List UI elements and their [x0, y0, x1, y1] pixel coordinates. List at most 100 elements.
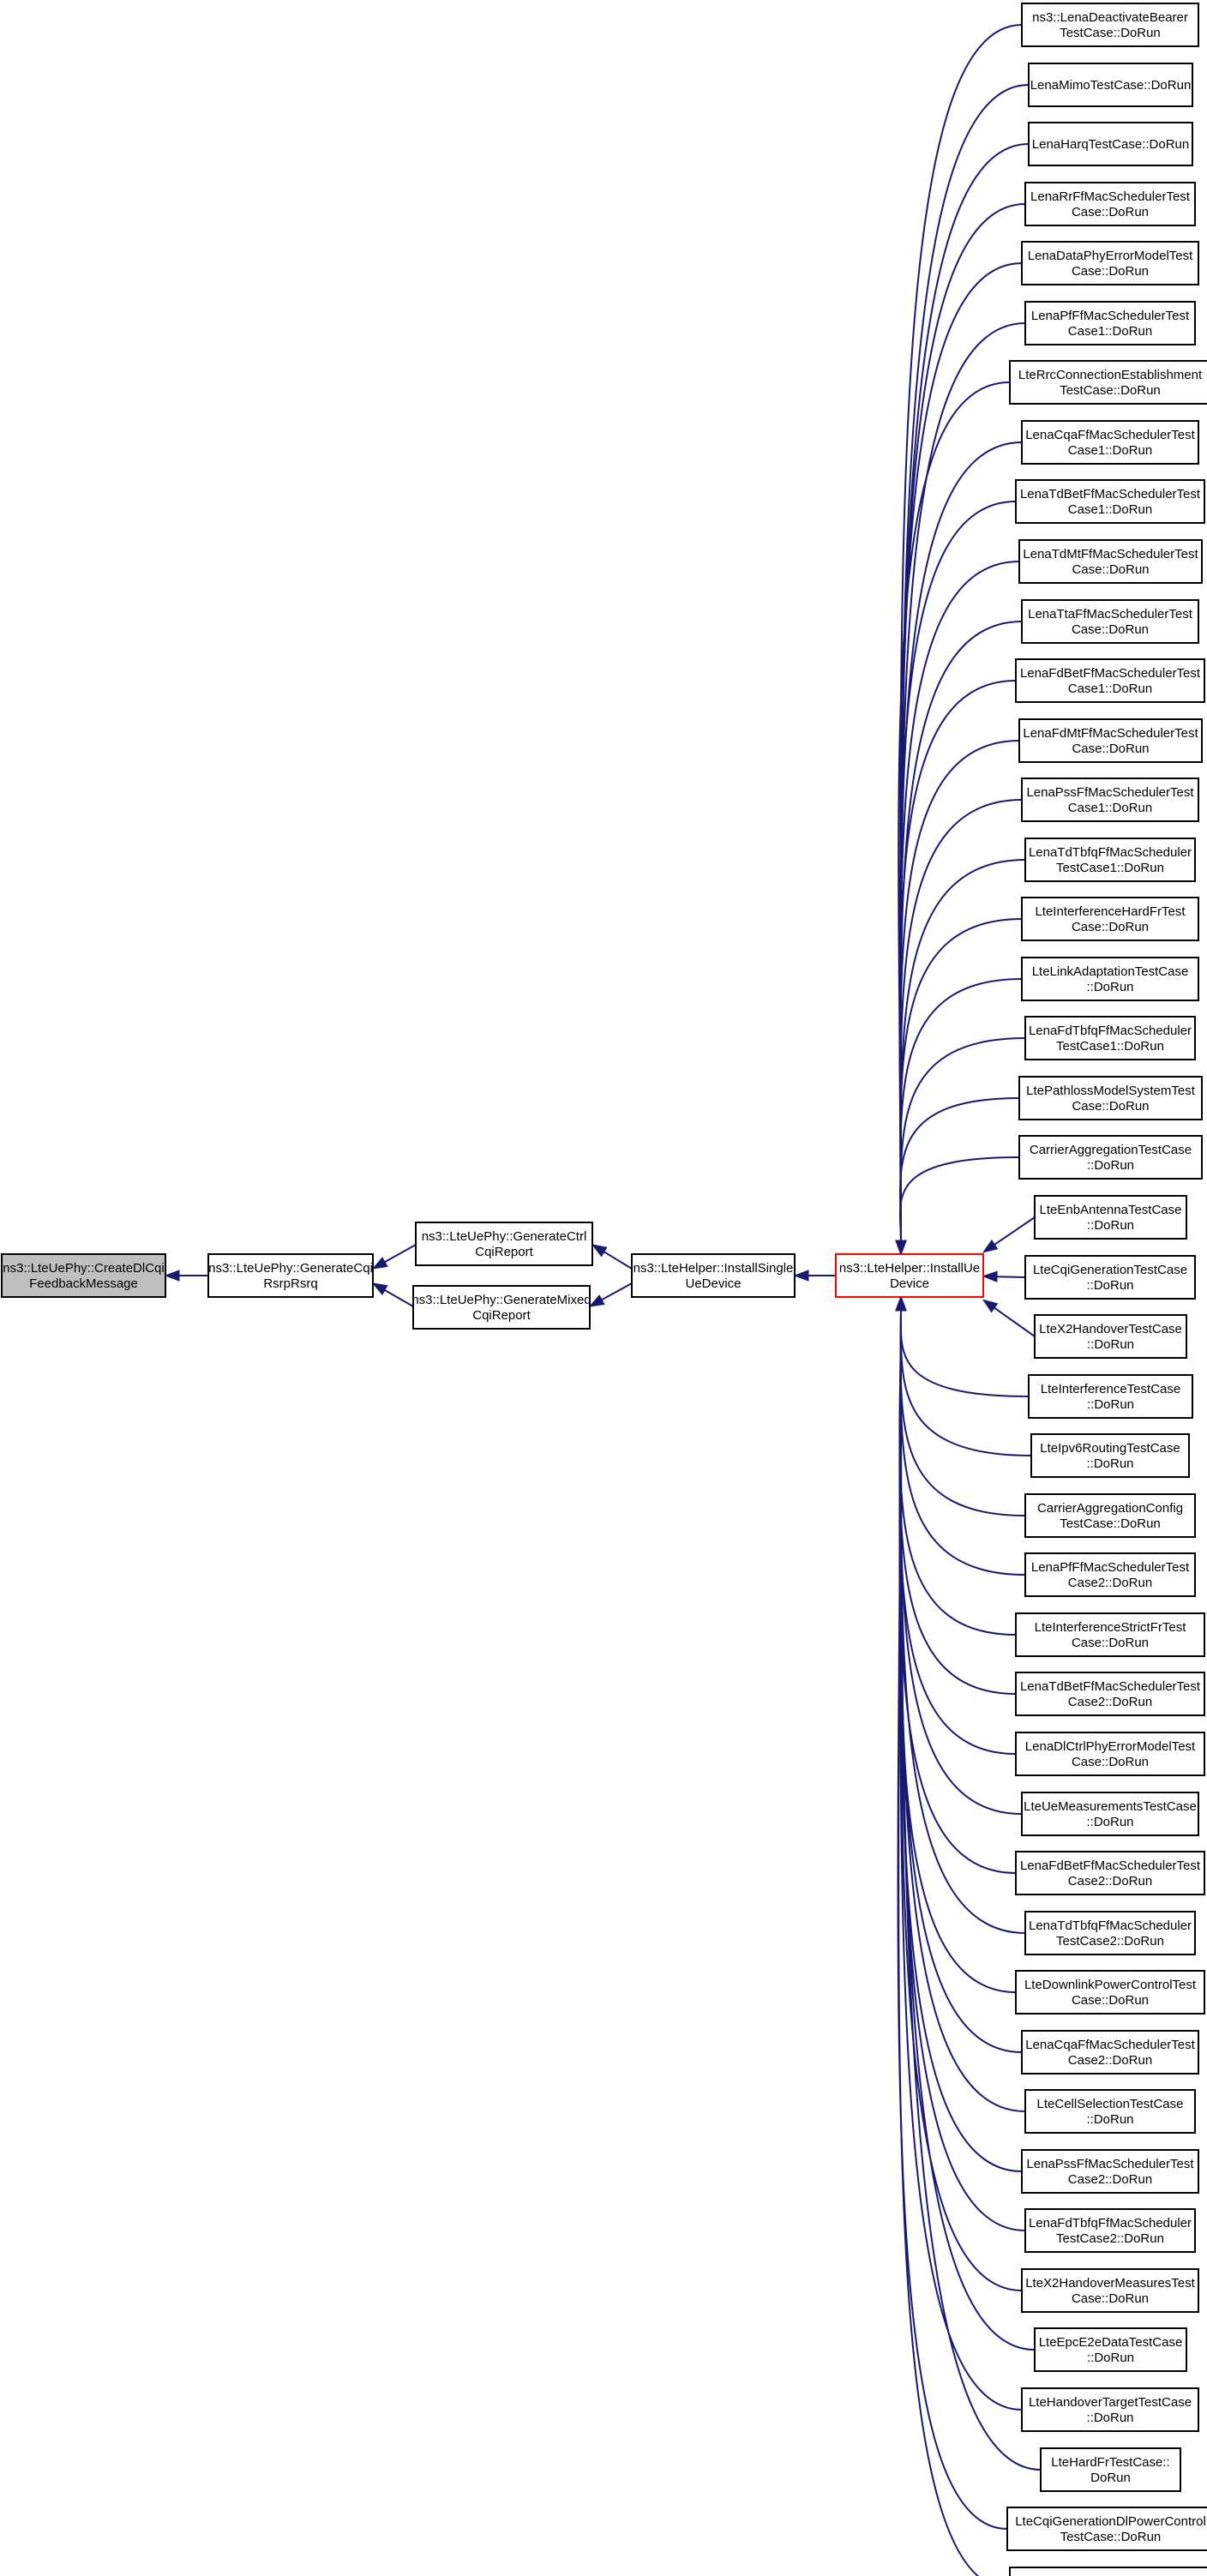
caller-node-13-box	[1018, 718, 1203, 763]
caller-node-21-label-2: ::DoRun	[1087, 1218, 1134, 1233]
caller-node-8-label-1: LenaCqaFfMacSchedulerTest	[1025, 428, 1195, 442]
caller-node-4-box	[1024, 182, 1196, 226]
caller-node-44[interactable]: LteUplinkOpenLoopPowerControlTestCase::D…	[1009, 2567, 1207, 2576]
caller-node-40[interactable]: LteEpcE2eDataTestCase::DoRun	[1034, 2327, 1187, 2372]
edge-caller-22-to-install-ue-arrowhead	[982, 1270, 998, 1282]
caller-node-24[interactable]: LteInterferenceTestCase::DoRun	[1028, 1374, 1193, 1419]
caller-node-29-box	[1015, 1672, 1205, 1716]
caller-node-36[interactable]: LteCellSelectionTestCase::DoRun	[1024, 2089, 1196, 2134]
caller-node-20-label-1: CarrierAggregationTestCase	[1030, 1143, 1192, 1157]
edge-caller-7-to-install-ue	[898, 381, 1011, 1241]
edge-caller-23-to-install-ue-arrowhead	[982, 1299, 999, 1313]
caller-node-19-label-1: LtePathlossModelSystemTest	[1026, 1084, 1196, 1098]
caller-node-23[interactable]: LteX2HandoverTestCase::DoRun	[1034, 1314, 1187, 1359]
edge-caller-25-to-install-ue	[899, 1310, 1032, 1456]
edge-caller-44-to-install-ue	[898, 1310, 980, 2576]
caller-node-15-label-1: LenaTdTbfqFfMacScheduler	[1029, 845, 1192, 860]
node-install-ue-device-label-2: Device	[890, 1276, 929, 1291]
edge-install-single-to-generate-ctrl-arrowhead	[591, 1244, 608, 1258]
caller-node-22-label-1: LteCqiGenerationTestCase	[1033, 1263, 1187, 1277]
caller-node-37-label-1: LenaPssFfMacSchedulerTest	[1026, 2157, 1194, 2171]
node-install-ue-device-label-1: ns3::LteHelper::InstallUe	[839, 1261, 980, 1276]
caller-node-21-box	[1034, 1195, 1187, 1240]
caller-node-41-label-1: LteHandoverTargetTestCase	[1029, 2395, 1192, 2410]
caller-node-41-label-2: ::DoRun	[1086, 2411, 1133, 2425]
node-install-single-ue-device-label-2: UeDevice	[685, 1276, 741, 1291]
caller-node-31-label-1: LteUeMeasurementsTestCase	[1024, 1799, 1197, 1814]
caller-node-3[interactable]: LenaHarqTestCase::DoRun	[1028, 122, 1193, 166]
node-generate-ctrl-cqi-report-box	[415, 1222, 593, 1266]
caller-node-25-label-2: ::DoRun	[1086, 1456, 1133, 1471]
edge-generate-ctrl-to-generate-cqi-arrowhead	[371, 1257, 388, 1270]
caller-node-42[interactable]: LteHardFrTestCase::DoRun	[1040, 2447, 1181, 2492]
caller-node-31[interactable]: LteUeMeasurementsTestCase::DoRun	[1021, 1792, 1199, 1836]
caller-node-22[interactable]: LteCqiGenerationTestCase::DoRun	[1024, 1255, 1196, 1300]
caller-node-10-label-1: LenaTdMtFfMacSchedulerTest	[1023, 547, 1198, 561]
caller-node-42-label-2: DoRun	[1090, 2471, 1131, 2485]
caller-node-25-box	[1030, 1433, 1190, 1478]
caller-node-12-box	[1015, 658, 1205, 703]
edge-caller-39-to-install-ue	[899, 1310, 1023, 2291]
node-create-dl-cqi-feedback-message[interactable]: ns3::LteUePhy::CreateDlCqiFeedbackMessag…	[1, 1253, 166, 1298]
caller-node-20[interactable]: CarrierAggregationTestCase::DoRun	[1018, 1135, 1203, 1180]
caller-node-26-label-2: TestCase::DoRun	[1060, 1516, 1161, 1531]
caller-node-44-box	[1009, 2567, 1207, 2576]
caller-node-17-box	[1021, 957, 1199, 1001]
caller-node-22-box	[1024, 1255, 1196, 1300]
edge-caller-10-to-install-ue	[898, 561, 1020, 1241]
caller-node-43-label-1: LteCqiGenerationDlPowerControl	[1015, 2514, 1206, 2529]
caller-node-17-label-2: ::DoRun	[1086, 980, 1133, 994]
node-create-dl-cqi-feedback-message-label-1: ns3::LteUePhy::CreateDlCqi	[3, 1261, 164, 1276]
caller-node-25[interactable]: LteIpv6RoutingTestCase::DoRun	[1030, 1433, 1190, 1478]
node-generate-mixed-cqi-report-box	[412, 1285, 591, 1330]
caller-node-9-label-2: Case1::DoRun	[1068, 502, 1152, 517]
caller-node-7[interactable]: LteRrcConnectionEstablishmentTestCase::D…	[1009, 360, 1207, 405]
caller-node-29-label-1: LenaTdBetFfMacSchedulerTest	[1020, 1679, 1201, 1694]
caller-node-21[interactable]: LteEnbAntennaTestCase::DoRun	[1034, 1195, 1187, 1240]
edge-caller-20-to-install-ue	[899, 1156, 1020, 1241]
caller-node-24-label-2: ::DoRun	[1087, 1397, 1134, 1412]
caller-node-44-label-1: LteUplinkOpenLoopPowerControl	[1014, 2574, 1205, 2576]
caller-node-33-label-1: LenaTdTbfqFfMacScheduler	[1029, 1918, 1192, 1933]
graph-edges	[164, 24, 1042, 2576]
caller-node-30-label-1: LenaDlCtrlPhyErrorModelTest	[1025, 1739, 1196, 1754]
edge-caller-19-to-install-ue	[898, 1097, 1020, 1241]
caller-node-43[interactable]: LteCqiGenerationDlPowerControlTestCase::…	[1006, 2507, 1207, 2551]
caller-node-33-box	[1024, 1911, 1196, 1955]
caller-node-41[interactable]: LteHandoverTargetTestCase::DoRun	[1021, 2387, 1199, 2432]
caller-node-17[interactable]: LteLinkAdaptationTestCase::DoRun	[1021, 957, 1199, 1001]
caller-node-2[interactable]: LenaMimoTestCase::DoRun	[1028, 63, 1193, 107]
